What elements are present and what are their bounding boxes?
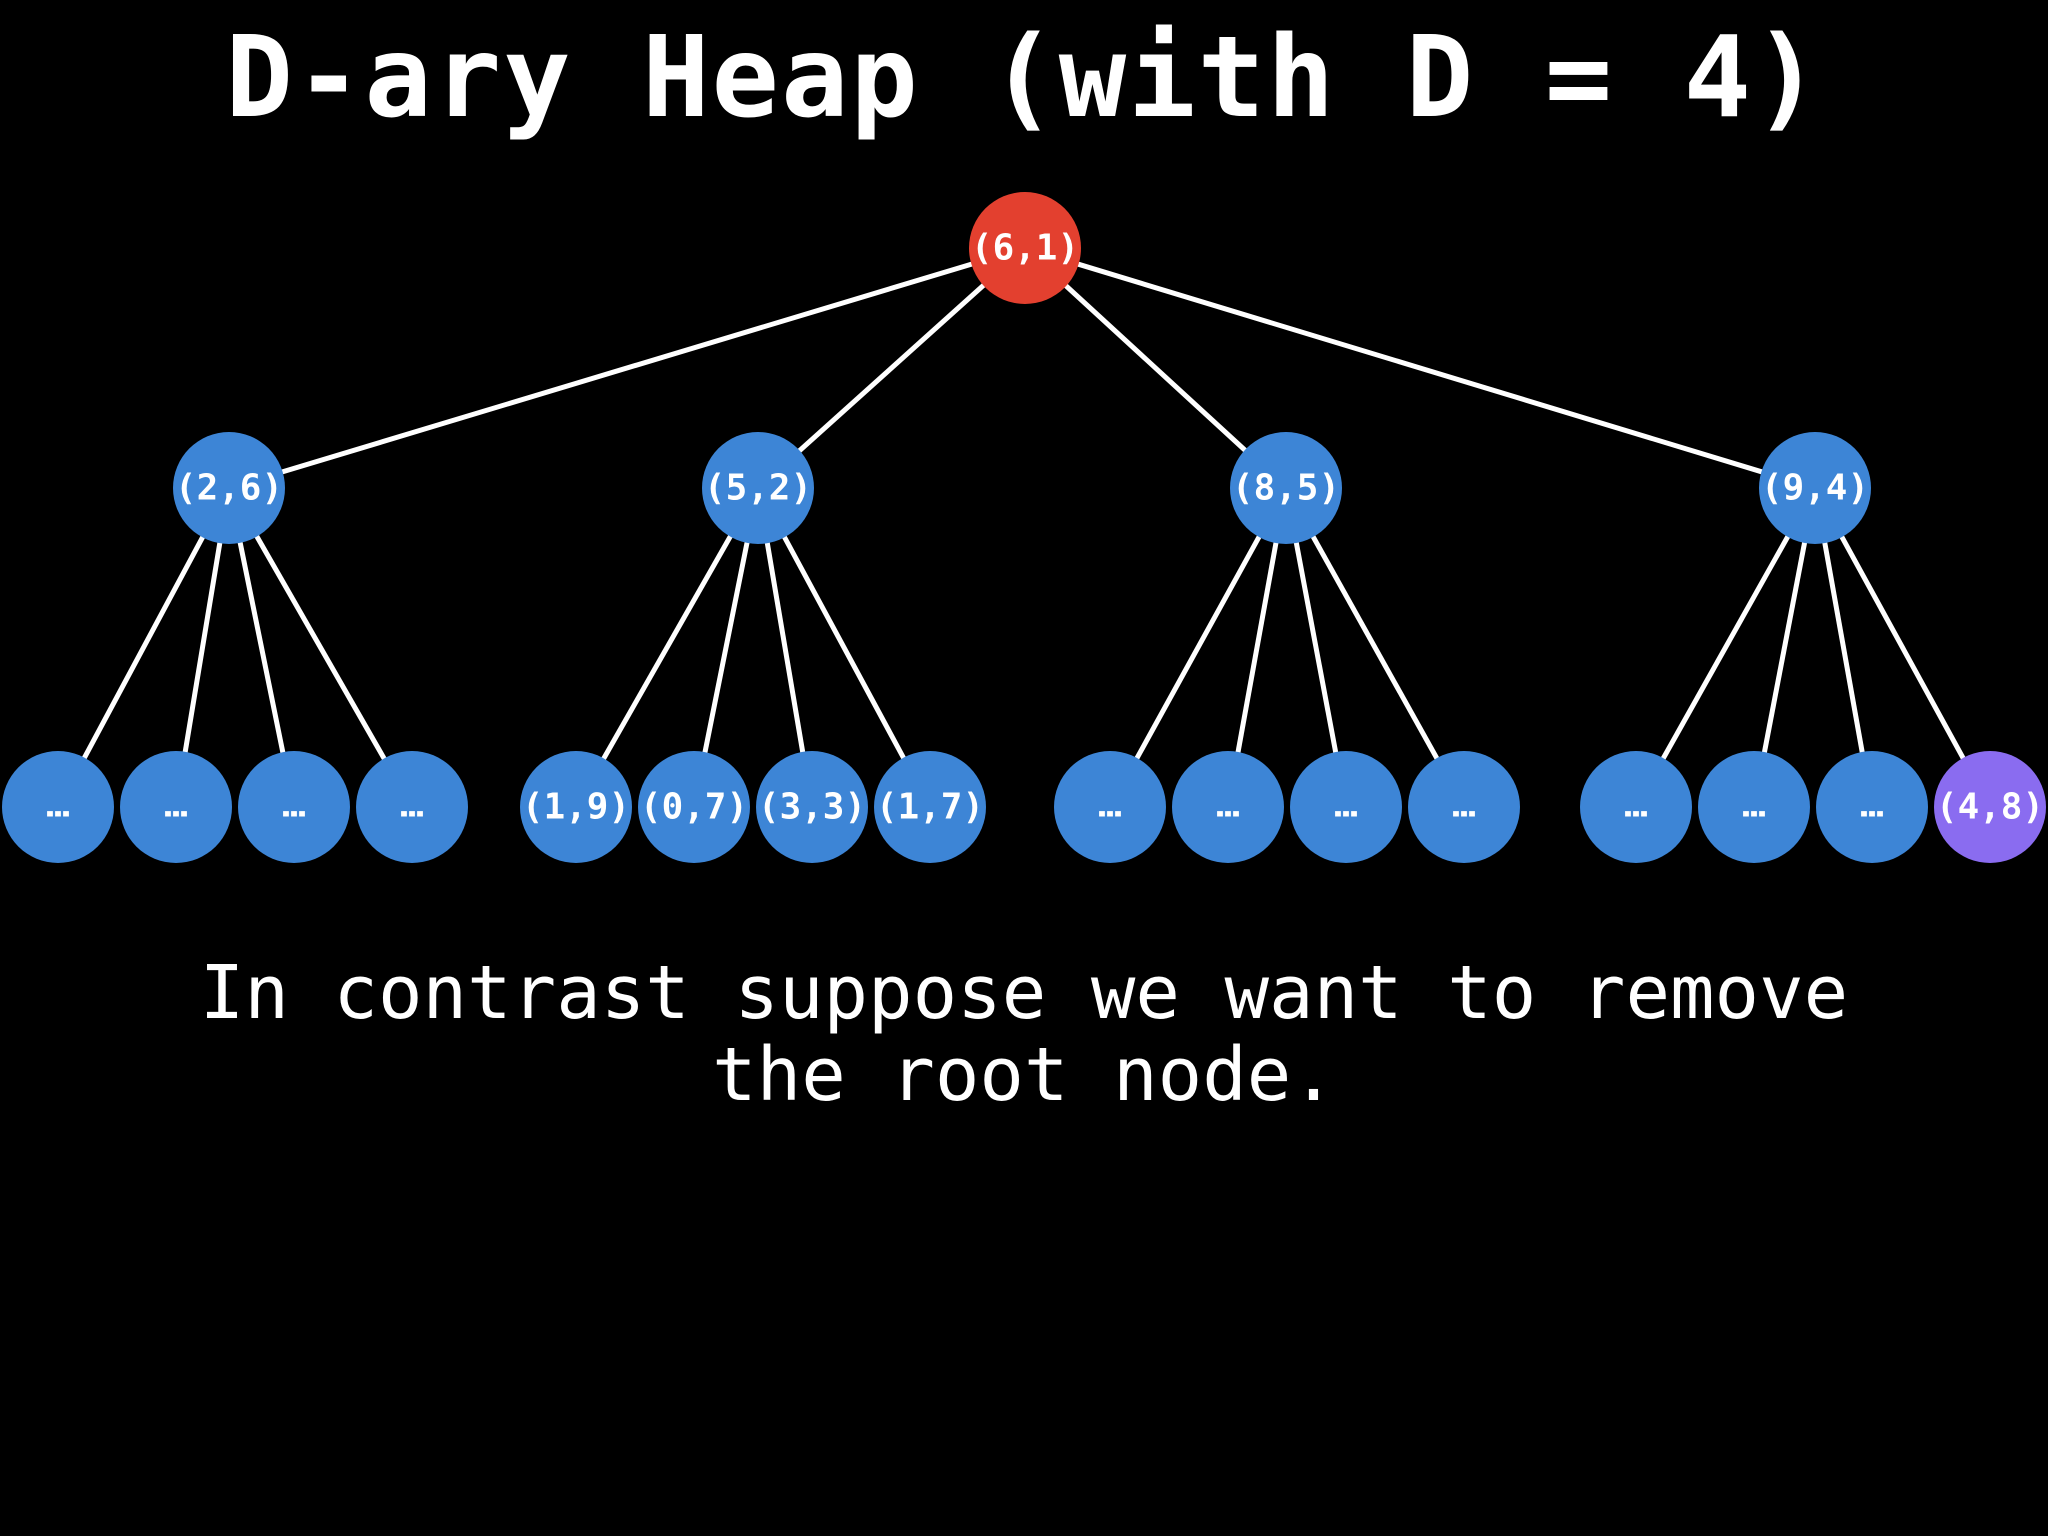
- edge-child-3-to-grandchild-4: [1310, 533, 1440, 762]
- level2-node-1-1: …: [2, 751, 114, 863]
- level2-node-3-4-circle: [1408, 751, 1520, 863]
- level2-node-2-3: (3,3): [756, 751, 868, 863]
- edge-child-1-to-grandchild-3: [237, 540, 286, 755]
- slide-title: D-ary Heap (with D = 4): [225, 13, 1823, 143]
- level1-node-3-label: (8,5): [1232, 468, 1340, 509]
- root-node: (6,1): [969, 192, 1081, 304]
- level1-node-4-circle: [1759, 432, 1871, 544]
- edge-root-to-child-2: [796, 282, 987, 454]
- level2-node-3-3-label: …: [1334, 790, 1358, 825]
- edge-child-2-to-grandchild-4: [781, 534, 907, 761]
- level2-node-2-4-circle: [874, 751, 986, 863]
- edge-child-2-to-grandchild-3: [764, 540, 806, 755]
- tree-nodes: (6,1) (2,6) … … … … (5,2) (1,9)(0,7)(3,3)(1,7) (…: [2, 192, 2046, 863]
- level2-node-4-2-label: …: [1742, 790, 1766, 825]
- level2-node-3-1-label: …: [1098, 790, 1122, 825]
- level2-node-1-2-circle: [120, 751, 232, 863]
- level2-node-1-1-label: …: [46, 790, 70, 825]
- level1-node-1: (2,6): [173, 432, 285, 544]
- level2-node-3-1: …: [1054, 751, 1166, 863]
- edge-child-1-to-grandchild-1: [81, 534, 206, 761]
- level1-node-3: (8,5): [1230, 432, 1342, 544]
- edge-child-4-to-grandchild-4: [1838, 534, 1967, 761]
- level1-node-2-circle: [702, 432, 814, 544]
- level2-node-4-3-circle: [1816, 751, 1928, 863]
- level2-node-1-4: …: [356, 751, 468, 863]
- level2-node-4-3: …: [1816, 751, 1928, 863]
- level2-node-4-1-label: …: [1624, 790, 1648, 825]
- edge-child-3-to-grandchild-1: [1133, 534, 1263, 761]
- level2-node-4-2: …: [1698, 751, 1810, 863]
- level2-node-3-2: …: [1172, 751, 1284, 863]
- edge-child-4-to-grandchild-1: [1660, 533, 1791, 762]
- caption-line-2: the root node.: [712, 1032, 1336, 1118]
- edge-child-2-to-grandchild-2: [702, 540, 750, 755]
- level2-node-1-4-circle: [356, 751, 468, 863]
- level2-node-4-2-circle: [1698, 751, 1810, 863]
- level2-node-2-3-circle: [756, 751, 868, 863]
- level2-node-1-2-label: …: [164, 790, 188, 825]
- level2-node-2-2-label: (0,7): [640, 787, 748, 828]
- edge-child-1-to-grandchild-4: [253, 533, 388, 762]
- level2-node-3-2-label: …: [1216, 790, 1240, 825]
- edge-root-to-child-1: [279, 261, 975, 475]
- edge-child-2-to-grandchild-1: [600, 533, 734, 762]
- caption-line-1: In contrast suppose we want to remove: [199, 950, 1849, 1036]
- level2-node-4-4-circle: [1934, 751, 2046, 863]
- root-node-label: (6,1): [971, 228, 1079, 269]
- level2-node-2-1-circle: [520, 751, 632, 863]
- level2-node-4-4: (4,8): [1934, 751, 2046, 863]
- level2-node-3-4: …: [1408, 751, 1520, 863]
- level2-node-1-1-circle: [2, 751, 114, 863]
- edge-root-to-child-4: [1075, 261, 1765, 475]
- level2-node-2-2: (0,7): [638, 751, 750, 863]
- level2-node-4-3-label: …: [1860, 790, 1884, 825]
- level1-node-4: (9,4): [1759, 432, 1871, 544]
- level1-node-1-circle: [173, 432, 285, 544]
- level2-node-2-1: (1,9): [520, 751, 632, 863]
- level2-node-4-1-circle: [1580, 751, 1692, 863]
- edge-root-to-child-3: [1063, 282, 1248, 454]
- level2-node-3-3-circle: [1290, 751, 1402, 863]
- level2-node-1-3-circle: [238, 751, 350, 863]
- edge-child-3-to-grandchild-3: [1293, 540, 1339, 755]
- root-node-circle: [969, 192, 1081, 304]
- level2-node-4-1: …: [1580, 751, 1692, 863]
- level2-node-1-3: …: [238, 751, 350, 863]
- level2-node-2-1-label: (1,9): [522, 787, 630, 828]
- level2-node-2-4: (1,7): [874, 751, 986, 863]
- level1-node-2-label: (5,2): [704, 468, 812, 509]
- slide-caption: In contrast suppose we want to remove th…: [0, 952, 2048, 1116]
- level2-node-1-3-label: …: [282, 790, 306, 825]
- level2-node-2-4-label: (1,7): [876, 787, 984, 828]
- level2-node-1-2: …: [120, 751, 232, 863]
- level1-node-4-label: (9,4): [1761, 468, 1869, 509]
- level2-node-2-2-circle: [638, 751, 750, 863]
- level2-node-2-3-label: (3,3): [758, 787, 866, 828]
- level2-node-4-4-label: (4,8): [1936, 787, 2044, 828]
- tree-edges: [81, 261, 1967, 762]
- level1-node-3-circle: [1230, 432, 1342, 544]
- edge-child-4-to-grandchild-2: [1761, 540, 1808, 755]
- level2-node-3-2-circle: [1172, 751, 1284, 863]
- level2-node-3-4-label: …: [1452, 790, 1476, 825]
- level1-node-2: (5,2): [702, 432, 814, 544]
- level2-node-1-4-label: …: [400, 790, 424, 825]
- level2-node-3-3: …: [1290, 751, 1402, 863]
- level1-node-1-label: (2,6): [175, 468, 283, 509]
- edge-child-1-to-grandchild-2: [182, 540, 223, 755]
- edge-child-3-to-grandchild-2: [1235, 540, 1279, 755]
- level2-node-3-1-circle: [1054, 751, 1166, 863]
- edge-child-4-to-grandchild-3: [1822, 540, 1865, 755]
